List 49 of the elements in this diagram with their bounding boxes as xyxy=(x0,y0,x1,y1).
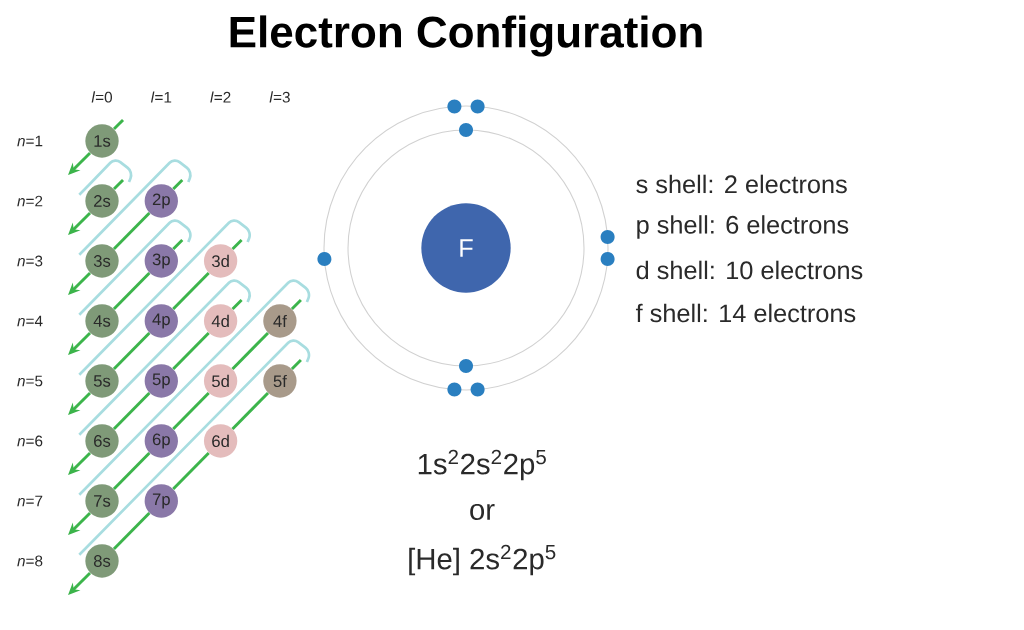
configuration-text: or xyxy=(470,503,495,521)
arrow xyxy=(68,331,92,355)
arrow xyxy=(68,391,92,415)
filling-line xyxy=(172,452,210,490)
row-label: n=8 xyxy=(17,555,43,567)
title: Electron Configuration xyxy=(230,15,702,57)
arrow xyxy=(68,511,92,535)
column-label: l=2 xyxy=(210,91,231,103)
filling-line xyxy=(112,178,125,191)
filling-line xyxy=(290,358,302,371)
configuration-text: [He] 2s$^{2}$2p$^{5}$ xyxy=(409,544,556,576)
row-label: n=5 xyxy=(17,375,43,387)
arrow xyxy=(68,571,92,595)
column-label: l=1 xyxy=(150,91,172,103)
filling-line xyxy=(112,392,151,430)
nucleus: F xyxy=(421,203,511,293)
arrow xyxy=(68,151,92,175)
filling-line xyxy=(231,332,270,370)
filling-line xyxy=(231,238,243,251)
shell-text: f shell: 14 electrons xyxy=(635,303,856,323)
filling-line xyxy=(112,272,151,310)
filling-line xyxy=(112,332,151,370)
shell-text: d shell: 10 electrons xyxy=(636,260,863,280)
row-label: n=7 xyxy=(17,495,43,507)
arrow xyxy=(68,451,92,475)
row-label: n=3 xyxy=(17,255,43,267)
configuration-text: 1s$^{2}$2s$^{2}$2p$^{5}$ xyxy=(418,449,546,481)
filling-line xyxy=(172,238,184,251)
arrow xyxy=(68,271,92,295)
filling-line xyxy=(231,298,243,311)
filling-line xyxy=(112,212,151,250)
filling-line xyxy=(112,452,151,490)
row-label: n=1 xyxy=(17,135,43,147)
filling-line xyxy=(172,178,184,191)
filling-line xyxy=(172,332,210,370)
row-label: n=4 xyxy=(17,315,43,327)
filling-line xyxy=(172,272,210,310)
column-label: l=0 xyxy=(91,91,112,103)
row-label: n=6 xyxy=(17,435,43,447)
filling-line xyxy=(290,298,302,311)
filling-line xyxy=(231,392,270,430)
row-label: n=2 xyxy=(17,195,43,207)
filling-line xyxy=(112,512,151,550)
filling-line xyxy=(172,392,210,430)
filling-line xyxy=(112,118,125,131)
shell-text: p shell: 6 electrons xyxy=(637,215,849,239)
shell-text: s shell: 2 electrons xyxy=(636,174,847,194)
arrow xyxy=(68,211,92,235)
column-label: l=3 xyxy=(269,91,290,103)
